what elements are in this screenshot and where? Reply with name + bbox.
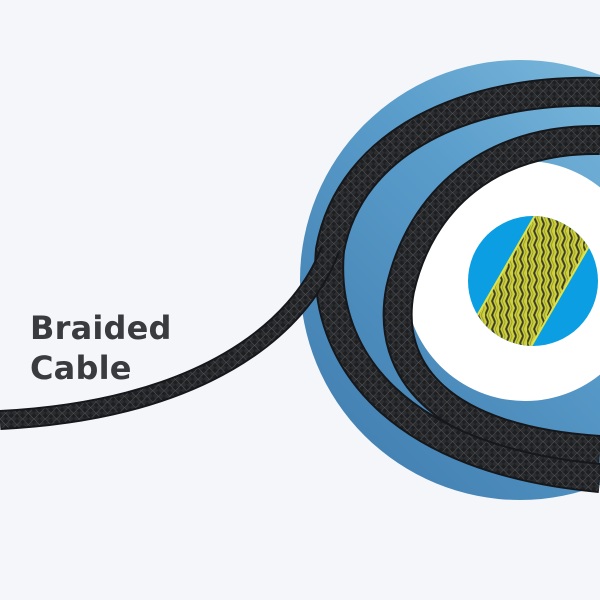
headline-line-1: Braided	[30, 309, 172, 347]
braided-cable-coil-icon	[0, 76, 600, 493]
headline-line-2: Cable	[30, 349, 132, 387]
cable-cross-section-icon	[468, 216, 598, 346]
headline: Braided Cable	[30, 308, 172, 388]
